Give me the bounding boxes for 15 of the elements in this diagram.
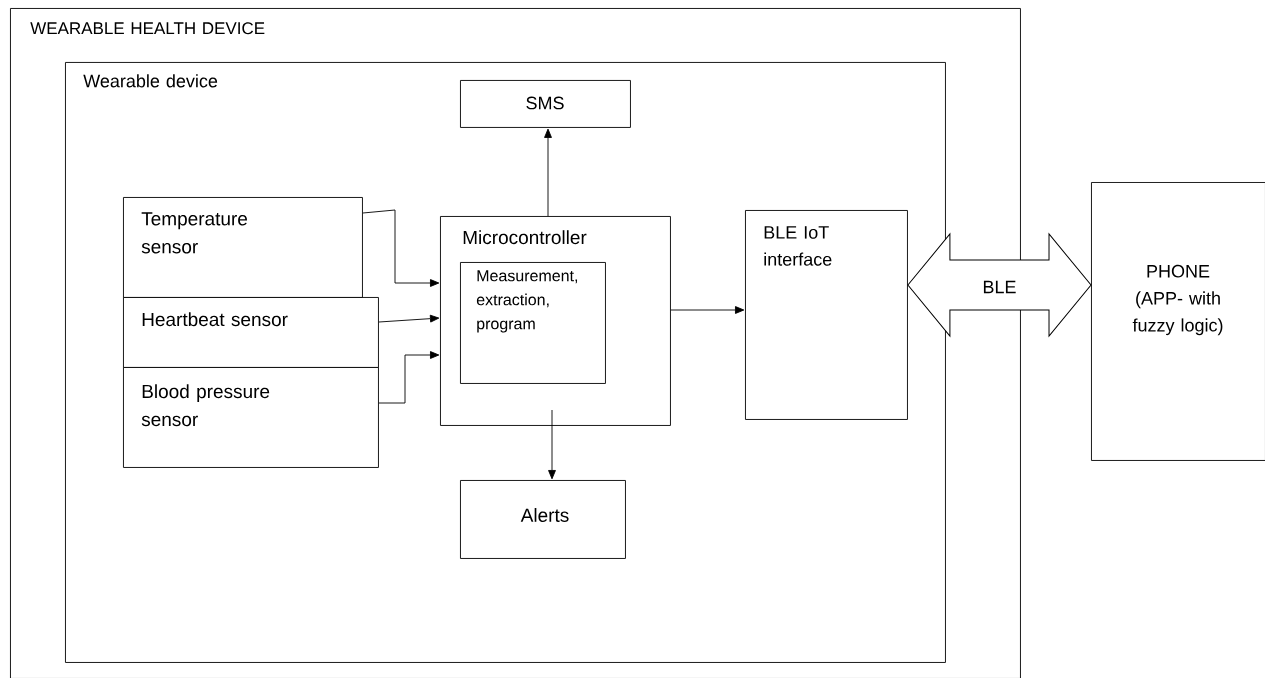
arrow bbox=[670, 306, 745, 314]
arrow bbox=[544, 128, 552, 217]
process-box: Alerts bbox=[460, 480, 626, 559]
double-block-arrow bbox=[907, 233, 1092, 337]
device-box: PHONE (APP- with fuzzy logic) bbox=[1091, 182, 1265, 461]
arrow bbox=[548, 409, 556, 480]
sensor-box: Heartbeat sensor bbox=[123, 297, 379, 368]
arrow bbox=[378, 314, 440, 323]
process-box: SMS bbox=[460, 80, 631, 128]
arrow bbox=[378, 351, 440, 404]
sensor-box: Temperature sensor bbox=[123, 197, 363, 298]
sensor-box: Blood pressure sensor bbox=[123, 367, 379, 468]
arrow bbox=[362, 209, 440, 287]
process-box: BLE IoT interface bbox=[745, 210, 908, 420]
process-box: Measurement, extraction, program bbox=[460, 262, 606, 384]
